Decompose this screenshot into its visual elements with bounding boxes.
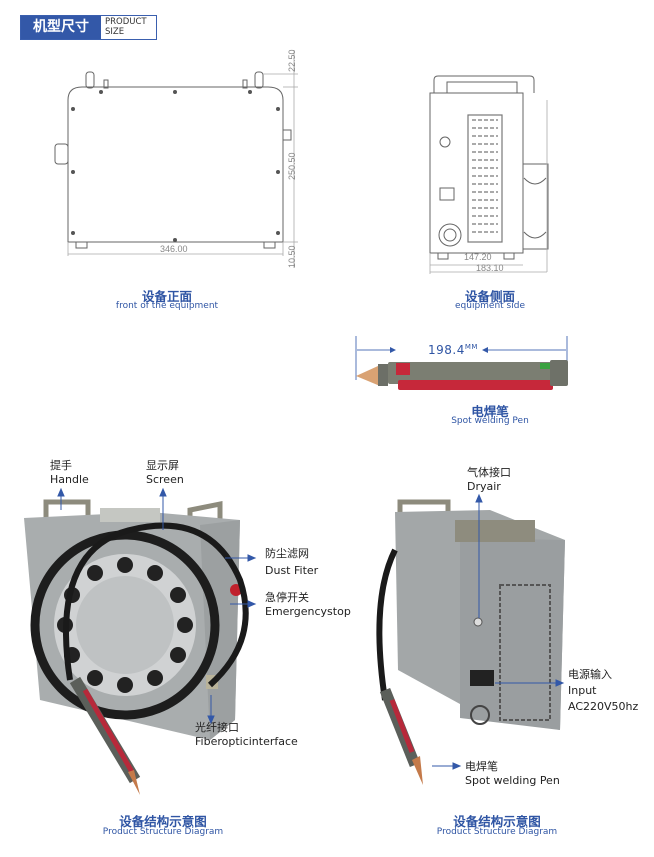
front-caption-cn: 设备正面: [141, 289, 192, 304]
label-welding-pen-cn: 电焊笔: [465, 760, 498, 773]
product-front-photo: [24, 499, 249, 795]
front-caption-en: front of the equipment: [115, 301, 219, 311]
label-screen-cn: 显示屏: [146, 459, 179, 472]
label-dry-air-cn: 气体接口: [467, 466, 511, 479]
label-power-input-en: Input: [568, 684, 597, 697]
welding-pen-drawing: [355, 336, 568, 390]
section-title-cn: 机型尺寸: [21, 16, 101, 39]
pen-length-dimension: 198.4MM: [428, 343, 478, 357]
vent-pattern: [467, 114, 503, 243]
title-en-line1: PRODUCT: [105, 17, 147, 27]
dim-width: 346.00: [160, 244, 188, 254]
product-rear-photo: [376, 499, 565, 785]
label-dry-air-en: Dryair: [467, 480, 501, 493]
pen-caption-cn: 电焊笔: [471, 404, 509, 419]
section-title-en: PRODUCT SIZE: [105, 17, 147, 37]
label-fiber-interface-cn: 光纤接口: [195, 721, 239, 734]
side-view-drawing: [429, 75, 549, 274]
label-power-input-spec: AC220V50hz: [568, 700, 639, 713]
label-screen-en: Screen: [146, 473, 184, 486]
structure-left-caption-en: Product Structure Diagram: [102, 827, 224, 837]
right-callout-arrows: [432, 493, 565, 770]
side-caption-en: equipment side: [454, 301, 525, 311]
label-welding-pen-en: Spot welding Pen: [465, 774, 560, 787]
dim-top: 22.50: [287, 49, 297, 72]
title-en-line2: SIZE: [105, 27, 125, 37]
section-badge: 机型尺寸 PRODUCT SIZE: [20, 15, 157, 40]
left-callout-arrows: [57, 487, 257, 725]
label-emergency-stop-en: Emergencystop: [265, 605, 351, 618]
label-dust-filter: 防尘滤网 Dust Fiter: [265, 545, 318, 579]
label-dust-filter-cn: 防尘滤网: [265, 547, 309, 560]
label-fiber-interface-en: Fiberopticinterface: [195, 735, 298, 748]
pen-length-value: 198.4: [428, 343, 465, 357]
structure-left-caption-cn: 设备结构示意图: [119, 814, 207, 829]
dim-height: 250.50: [287, 152, 297, 180]
label-handle-en: Handle: [50, 473, 89, 486]
front-view-drawing: [54, 50, 298, 268]
label-handle-cn: 提手: [50, 459, 72, 472]
structure-right-caption-cn: 设备结构示意图: [453, 814, 541, 829]
side-caption-cn: 设备侧面: [464, 289, 515, 304]
dim-outer-width: 183.10: [476, 263, 504, 273]
dim-bottom: 10.50: [287, 245, 297, 268]
structure-right-caption-en: Product Structure Diagram: [436, 827, 558, 837]
dim-inner-width: 147.20: [464, 252, 492, 262]
label-emergency-stop-cn: 急停开关: [265, 591, 309, 604]
label-dust-filter-en: Dust Fiter: [265, 564, 319, 577]
pen-length-unit: MM: [464, 343, 478, 351]
pen-caption-en: Spot welding Pen: [451, 416, 529, 426]
label-power-input-cn: 电源输入: [568, 668, 612, 681]
